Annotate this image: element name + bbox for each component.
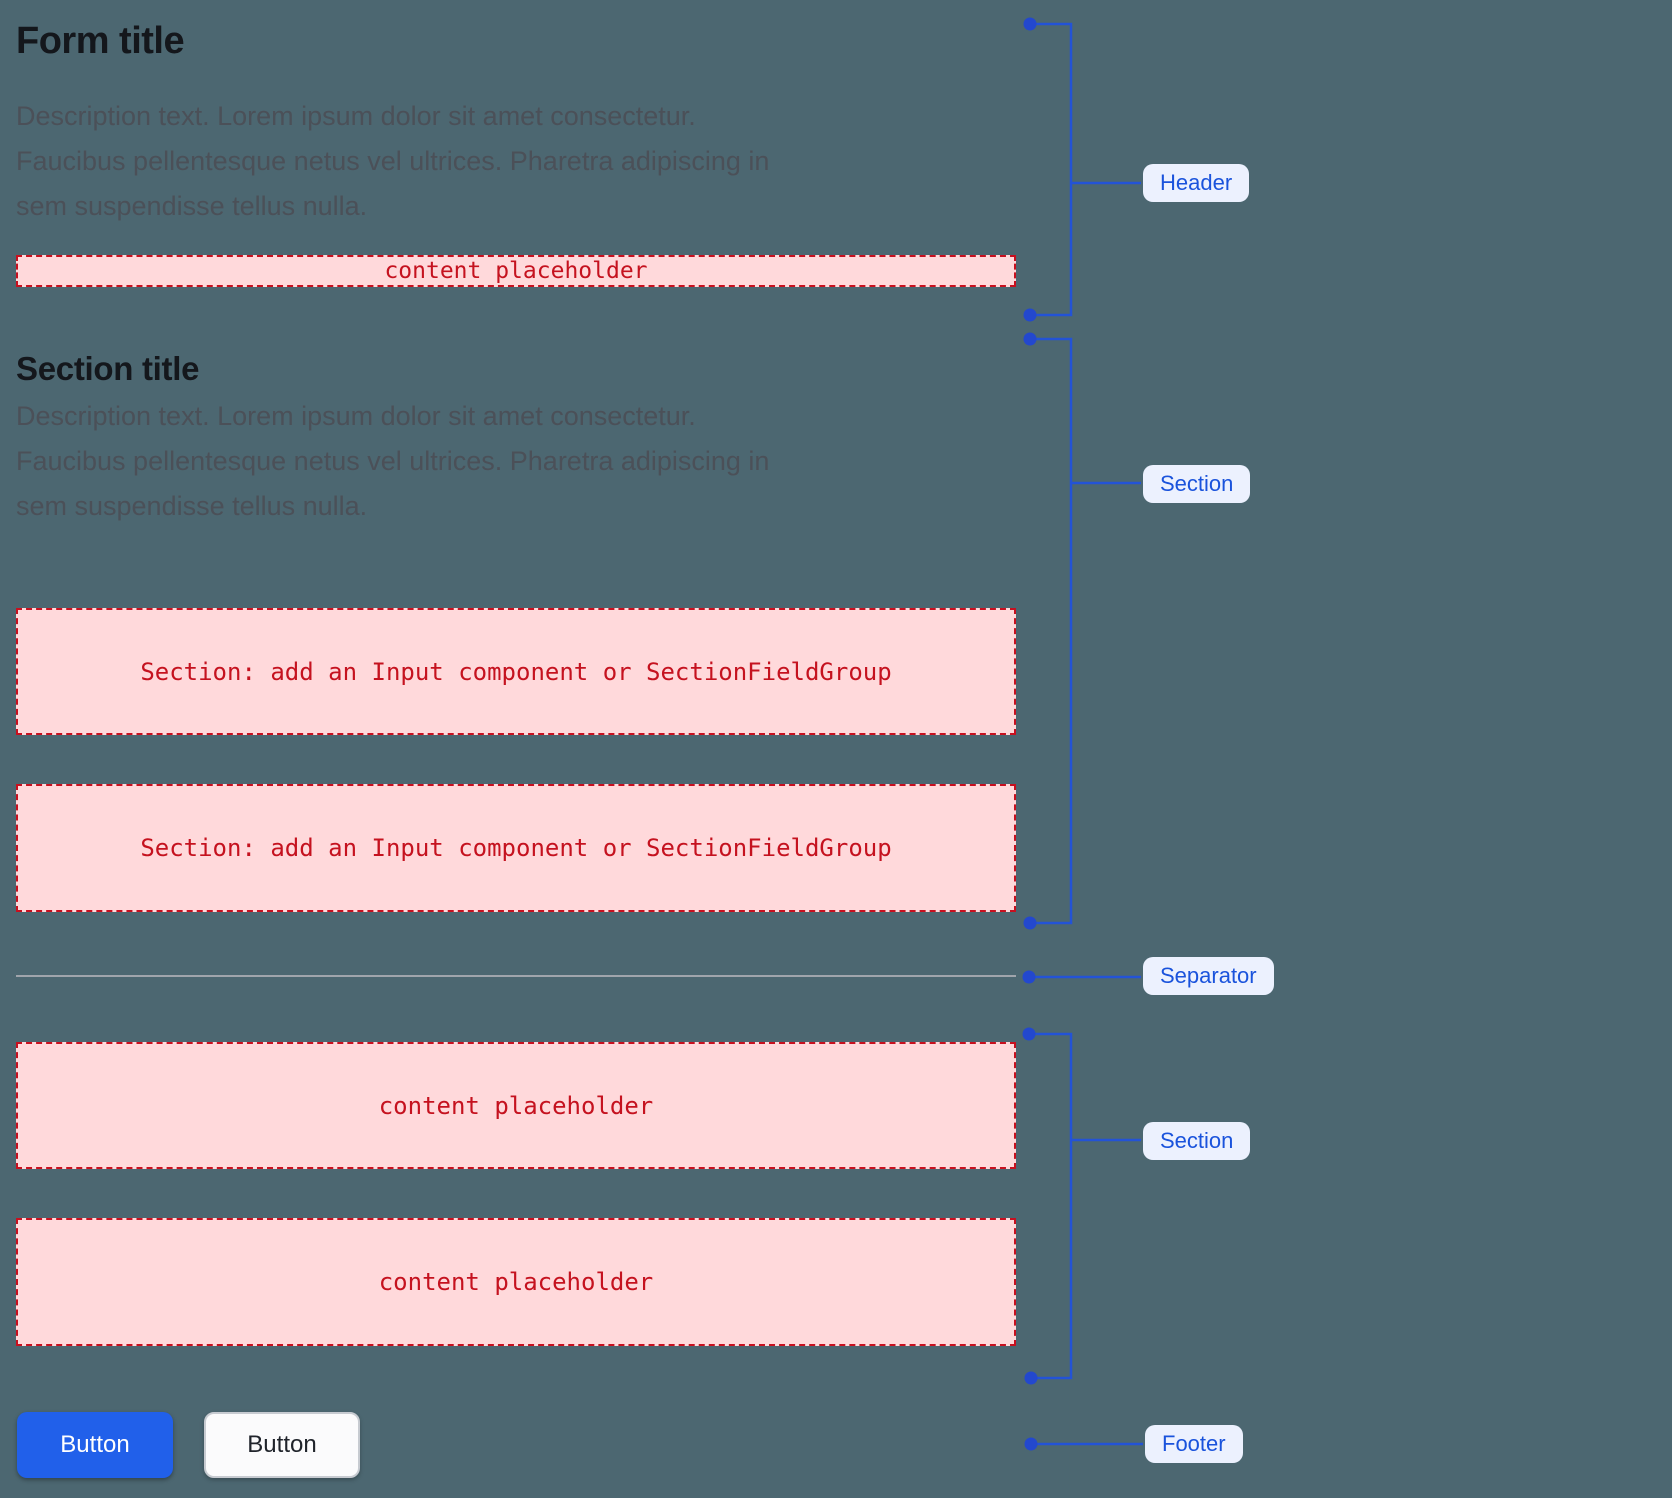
section2-bracket-dot-top (1022, 1027, 1036, 1041)
separator-line (16, 975, 1016, 977)
form-description-line: sem suspendisse tellus nulla. (16, 191, 368, 221)
header-bracket-dot-bottom (1023, 308, 1037, 322)
section-slot-placeholder: Section: add an Input component or Secti… (16, 784, 1016, 912)
annotation-label-header: Header (1143, 164, 1250, 202)
form-description-line: Faucibus pellentesque netus vel ultrices… (16, 146, 770, 176)
section-slot-placeholder: Section: add an Input component or Secti… (16, 608, 1016, 735)
primary-button[interactable]: Button (17, 1412, 173, 1478)
annotation-label-separator: Separator (1143, 957, 1274, 995)
section-description-line: sem suspendisse tellus nulla. (16, 491, 368, 521)
form-description: Description text. Lorem ipsum dolor sit … (16, 94, 976, 229)
section-title: Section title (16, 350, 200, 387)
separator-dot (1022, 970, 1036, 984)
section2-bracket-dot-bottom (1024, 1371, 1038, 1385)
annotation-label-footer: Footer (1145, 1425, 1243, 1463)
annotation-label-section: Section (1143, 1122, 1251, 1160)
footer-dot (1024, 1437, 1038, 1451)
header-bracket (1030, 22, 1073, 317)
section1-bracket-dot-top (1023, 332, 1037, 346)
section-description-line: Description text. Lorem ipsum dolor sit … (16, 401, 696, 431)
secondary-button[interactable]: Button (204, 1412, 360, 1478)
section1-bracket (1030, 337, 1073, 925)
header-content-placeholder: content placeholder (16, 255, 1016, 287)
content-placeholder: content placeholder (16, 1042, 1016, 1169)
content-placeholder: content placeholder (16, 1218, 1016, 1346)
annotation-label-section: Section (1143, 465, 1251, 503)
section2-bracket (1029, 1032, 1073, 1380)
section-description-line: Faucibus pellentesque netus vel ultrices… (16, 446, 770, 476)
form-title: Form title (16, 20, 185, 62)
section1-bracket-dot-bottom (1023, 916, 1037, 930)
header-bracket-dot-top (1023, 17, 1037, 31)
form-description-line: Description text. Lorem ipsum dolor sit … (16, 101, 696, 131)
section-description: Description text. Lorem ipsum dolor sit … (16, 394, 976, 529)
